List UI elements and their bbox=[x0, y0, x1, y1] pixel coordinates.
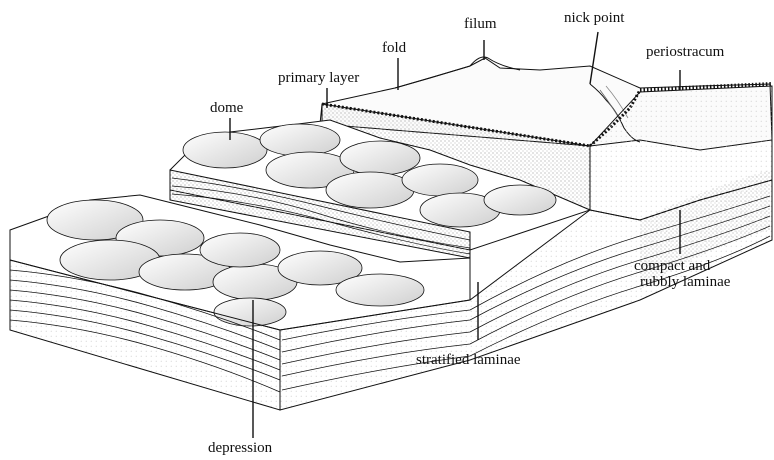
label-dome: dome bbox=[210, 100, 243, 116]
label-nick-point: nick point bbox=[564, 10, 624, 26]
label-stratified: stratified laminae bbox=[416, 352, 521, 368]
label-primary-layer: primary layer bbox=[278, 70, 359, 86]
label-compact-line2: rubbly laminae bbox=[640, 274, 730, 290]
label-depression: depression bbox=[208, 440, 272, 456]
label-periostracum: periostracum bbox=[646, 44, 724, 60]
label-compact-line1: compact and bbox=[634, 258, 710, 274]
label-fold: fold bbox=[382, 40, 406, 56]
label-filum: filum bbox=[464, 16, 497, 32]
